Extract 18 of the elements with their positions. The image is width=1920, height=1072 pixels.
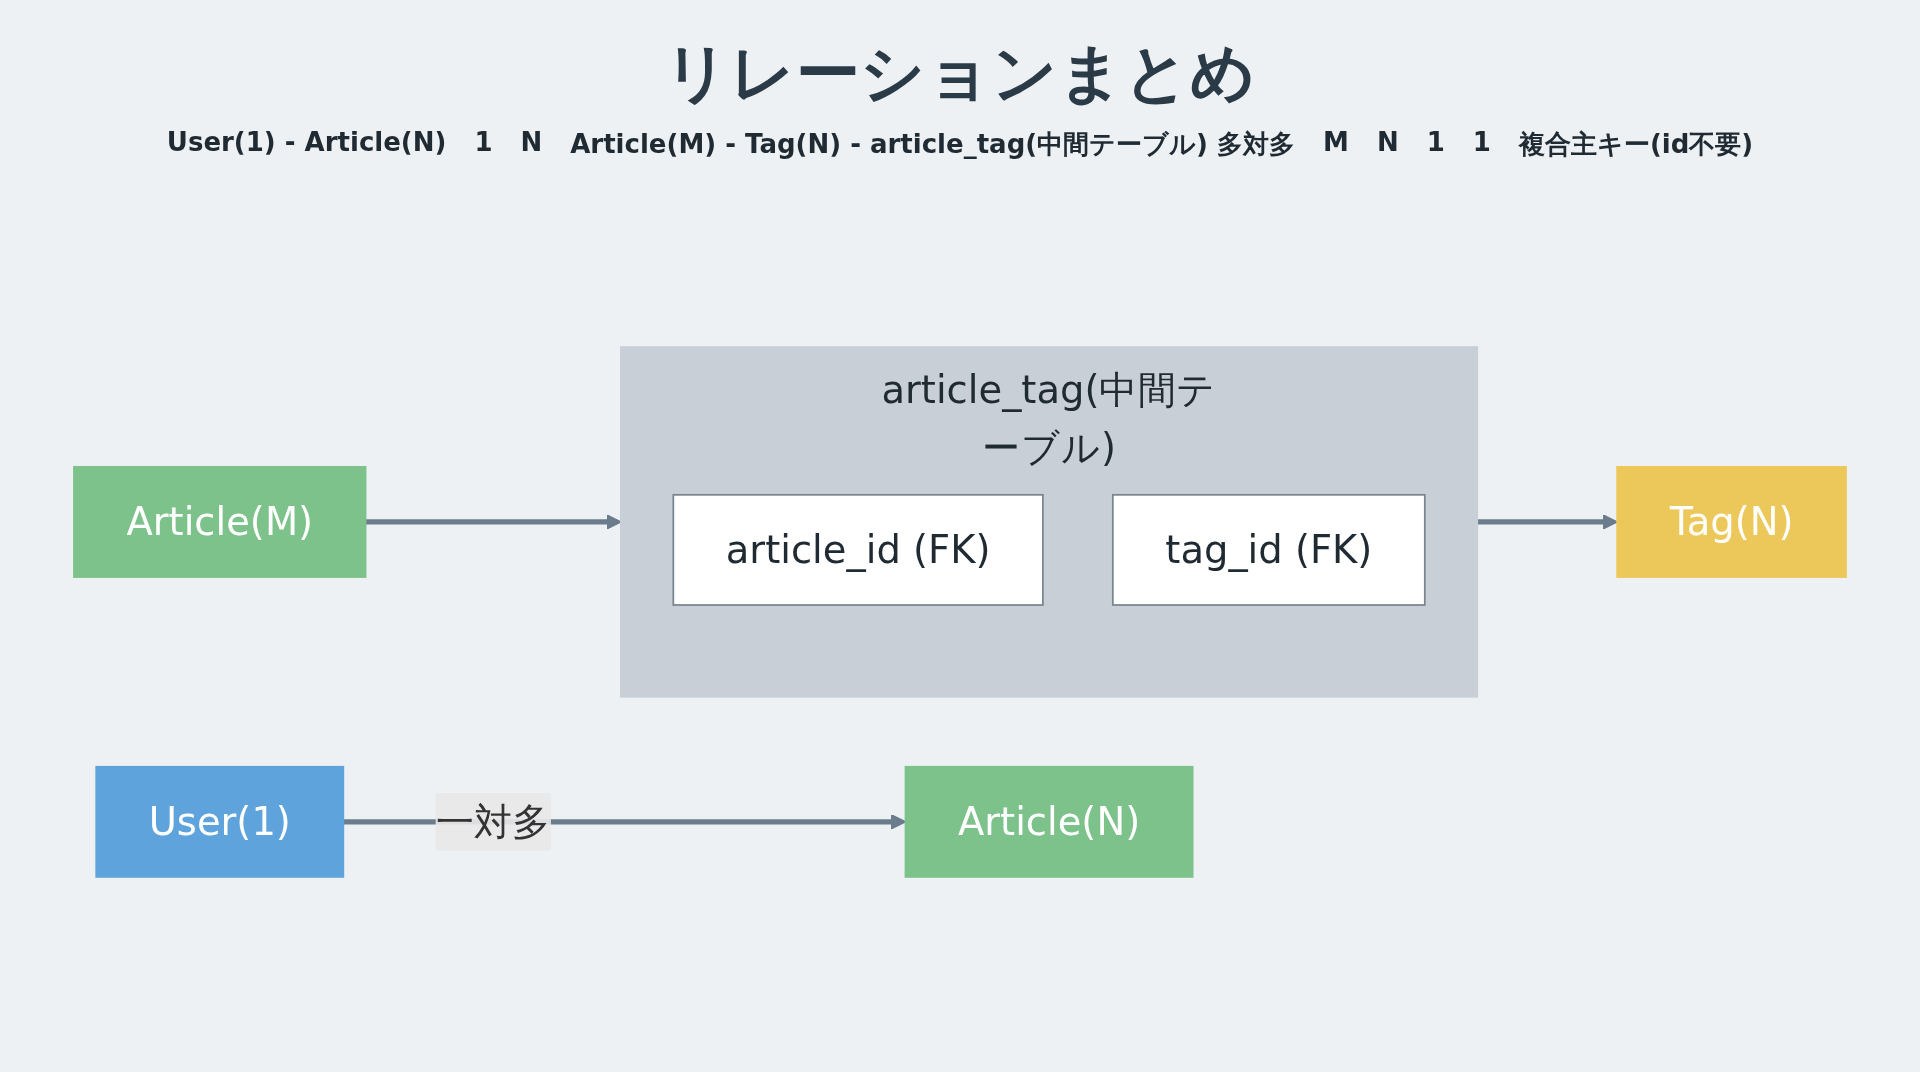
text-label: 複合主キー(id不要) [1518,128,1754,161]
node-box: User(1) [95,765,345,878]
title: リレーションまとめ [664,35,1256,112]
node-box: article_id (FK) [672,493,1044,606]
node-box: Article(N) [904,765,1194,878]
text-label: 1 [1426,127,1445,159]
edge-label: 一対多 [435,799,551,844]
arrow [1477,514,1618,530]
node-box: Tag(N) [1616,466,1847,578]
node-box: Article(M) [73,466,367,578]
text-label: User(1) - Article(N) [166,127,447,159]
node-box: tag_id (FK) [1111,493,1426,606]
text-label: 1 [1472,127,1491,159]
text-label: Article(M) - Tag(N) - article_tag(中間テーブル) 多対多 [570,128,1296,161]
text-label: M [1323,127,1349,159]
text-label: N [520,127,543,159]
text-label: N [1376,127,1399,159]
text-label: 1 [474,127,493,159]
